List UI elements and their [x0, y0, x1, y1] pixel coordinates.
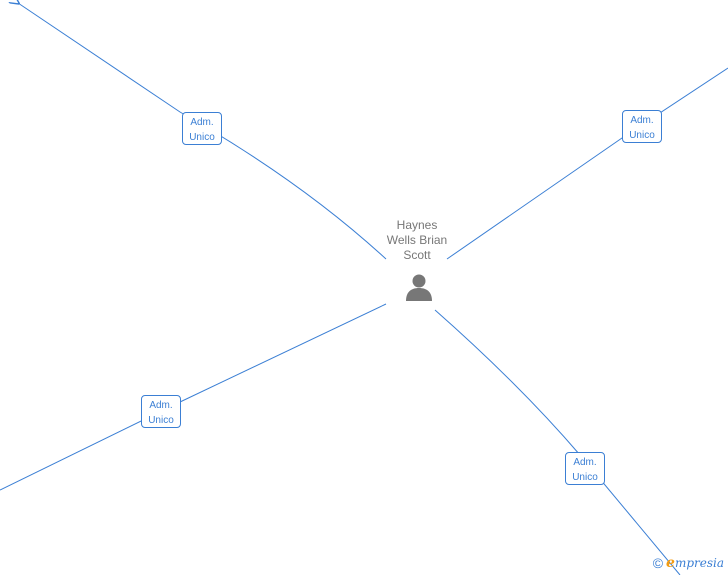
copyright-icon: © — [652, 555, 664, 571]
role-box-top-right[interactable]: Adm. Unico — [622, 110, 662, 143]
brand-initial: e — [666, 555, 675, 571]
role-label-line-1: Adm. — [149, 400, 173, 411]
person-name-line-3: Scott — [403, 248, 431, 262]
edge-line-top-right — [446, 67, 728, 260]
role-label-line-1: Adm. — [573, 457, 597, 468]
role-label-line-2: Unico — [148, 415, 174, 426]
role-label-line-2: Unico — [572, 472, 598, 483]
person-silhouette-icon[interactable] — [404, 272, 434, 302]
edge-line-bottom-right — [434, 309, 681, 575]
role-box-bottom-left[interactable]: Adm. Unico — [141, 395, 181, 428]
brand-logo: empresia — [666, 554, 724, 572]
person-name-line-1: Haynes — [396, 218, 438, 232]
brand-text: mpresia — [674, 556, 724, 570]
person-name[interactable]: Haynes Wells Brian Scott — [377, 218, 457, 263]
role-label-line-1: Adm. — [630, 115, 654, 126]
role-label-line-2: Unico — [189, 132, 215, 143]
person-name-line-2: Wells Brian — [386, 233, 448, 247]
footer-brand[interactable]: © empresia — [653, 554, 724, 572]
role-label-line-2: Unico — [629, 130, 655, 141]
role-box-bottom-right[interactable]: Adm. Unico — [565, 452, 605, 485]
role-box-top-left[interactable]: Adm. Unico — [182, 112, 222, 145]
role-label-line-1: Adm. — [190, 117, 214, 128]
edge-line-bottom-left — [0, 303, 387, 491]
